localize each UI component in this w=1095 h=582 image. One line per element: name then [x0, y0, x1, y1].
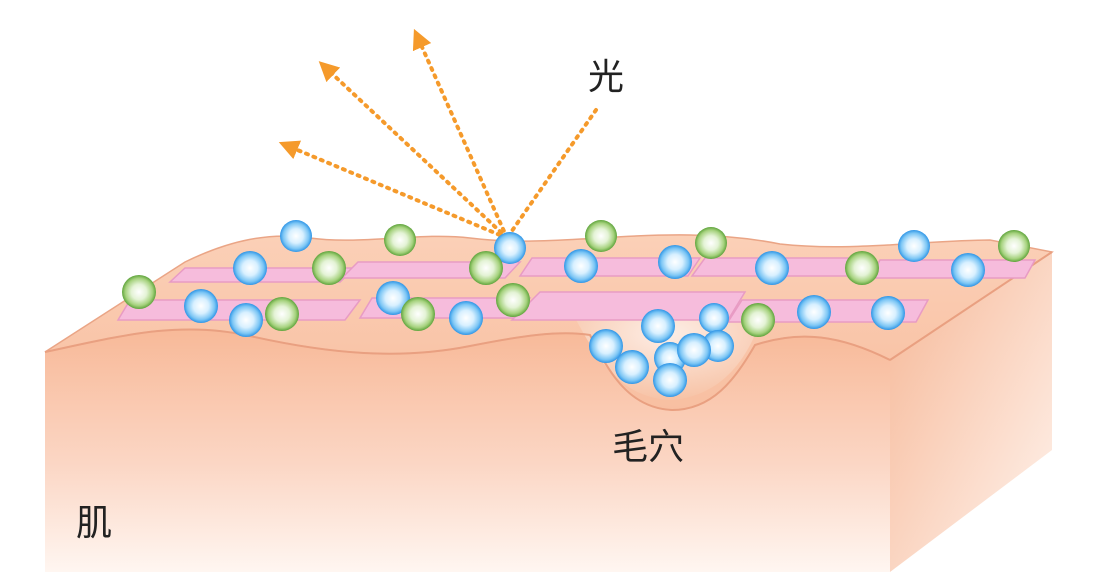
light-rays — [278, 28, 598, 240]
green-particle — [401, 297, 435, 331]
blue-particle — [699, 303, 729, 333]
incoming-light-ray — [505, 108, 598, 240]
blue-particle — [494, 232, 526, 264]
green-particle — [585, 220, 617, 252]
green-particle — [998, 230, 1030, 262]
skin-label: 肌 — [76, 503, 113, 544]
pore-label: 毛穴 — [612, 427, 685, 468]
blue-particle — [615, 350, 649, 384]
blue-particle — [658, 245, 692, 279]
blue-particle — [376, 281, 410, 315]
blue-particle — [755, 251, 789, 285]
skin-edge-line — [44, 328, 891, 412]
blue-particle — [280, 220, 312, 252]
particles — [122, 220, 1030, 397]
green-particle — [122, 275, 156, 309]
blue-particle — [233, 251, 267, 285]
light-label: 光 — [588, 57, 625, 98]
green-particle — [695, 227, 727, 259]
blue-particle — [564, 249, 598, 283]
green-particle — [469, 251, 503, 285]
blue-particle — [229, 303, 263, 337]
blue-particle — [951, 253, 985, 287]
green-particle — [496, 283, 530, 317]
blue-particle — [797, 295, 831, 329]
blue-particle — [589, 329, 623, 363]
green-particle — [265, 297, 299, 331]
blue-particle — [641, 309, 675, 343]
blue-particle — [653, 363, 687, 397]
skin-side-face — [890, 252, 1052, 572]
reflected-ray — [318, 61, 509, 240]
green-particle — [384, 224, 416, 256]
blue-particle — [449, 301, 483, 335]
blue-particle — [677, 333, 711, 367]
blue-particle — [184, 289, 218, 323]
green-particle — [741, 303, 775, 337]
blue-particle — [898, 230, 930, 262]
blue-particle — [871, 296, 905, 330]
green-particle — [312, 251, 346, 285]
reflected-ray — [278, 140, 509, 240]
reflected-ray — [412, 28, 509, 240]
green-particle — [845, 251, 879, 285]
skin-front-face — [45, 329, 890, 572]
